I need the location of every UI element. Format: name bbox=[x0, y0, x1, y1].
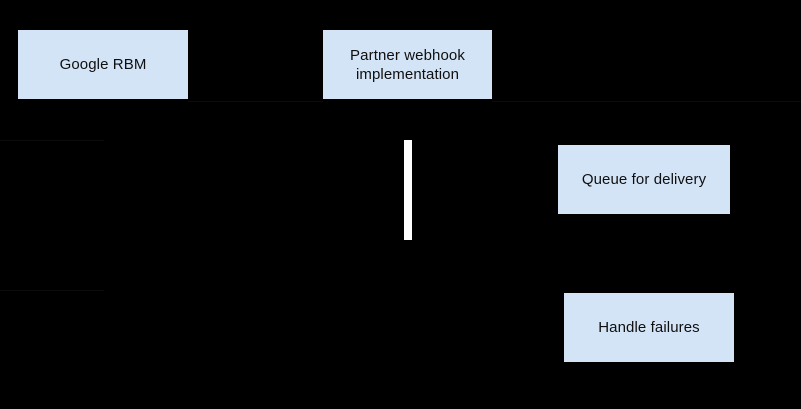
edge-webhook-to-queue[interactable] bbox=[404, 140, 412, 240]
connector-webhook-right[interactable] bbox=[492, 101, 801, 102]
node-partner-webhook-implementation-label: Partner webhook implementation bbox=[350, 46, 465, 83]
connector-rbm-to-webhook[interactable] bbox=[188, 101, 323, 102]
node-queue-for-delivery[interactable]: Queue for delivery bbox=[558, 145, 730, 214]
node-partner-webhook-implementation[interactable]: Partner webhook implementation bbox=[323, 30, 492, 99]
node-handle-failures-label: Handle failures bbox=[598, 319, 700, 336]
node-google-rbm[interactable]: Google RBM bbox=[18, 30, 188, 99]
connector-left-lower[interactable] bbox=[0, 290, 104, 291]
node-google-rbm-label: Google RBM bbox=[59, 56, 147, 73]
node-handle-failures[interactable]: Handle failures bbox=[564, 293, 734, 362]
node-queue-for-delivery-label: Queue for delivery bbox=[581, 171, 707, 188]
connector-left-upper[interactable] bbox=[0, 140, 104, 141]
